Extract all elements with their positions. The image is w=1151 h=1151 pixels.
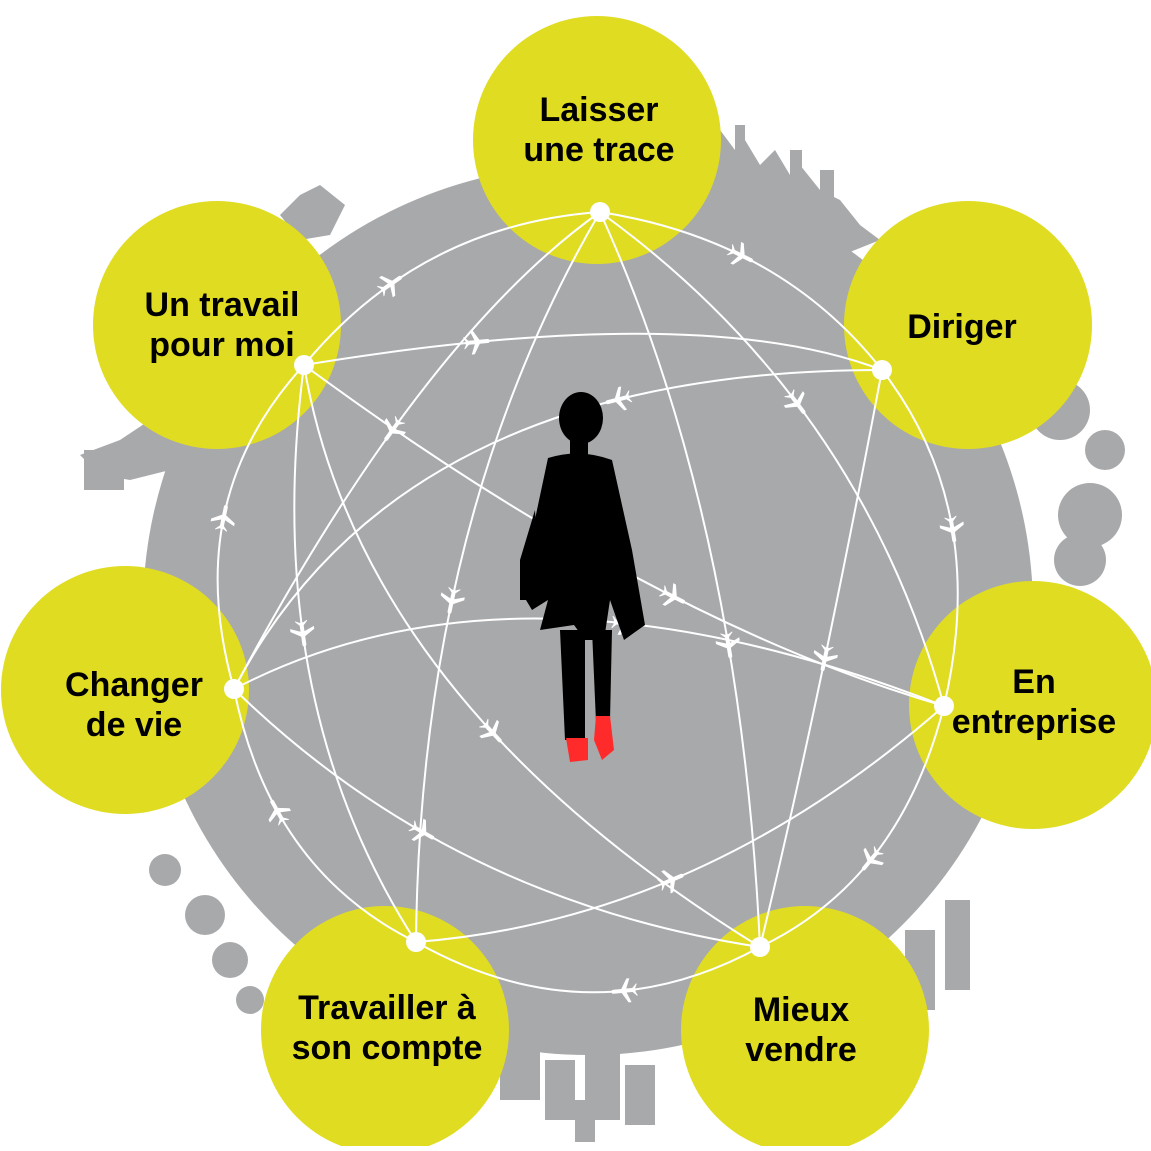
label-mieux-vendre: Mieux vendre: [745, 990, 857, 1070]
airplane-icon: [939, 515, 964, 543]
route-line: [599, 211, 761, 948]
route-line: [599, 211, 945, 707]
label-line: Travailler à: [298, 989, 476, 1027]
circle-en-entreprise: [909, 581, 1151, 829]
hub-dot: [224, 679, 244, 699]
airplane-icon: [861, 845, 884, 871]
label-line: En: [1012, 663, 1056, 701]
label-line: Laisser: [539, 91, 659, 129]
hub-dot: [872, 360, 892, 380]
airplane-icon: [268, 799, 291, 826]
label-travailler-a-son-compte: Travailler à son compte: [292, 988, 483, 1068]
circle-un-travail-pour-moi: [93, 201, 341, 449]
hub-dot: [750, 937, 770, 957]
airplane-icon: [605, 386, 633, 411]
airplane-icon: [657, 870, 684, 894]
hub-dot: [934, 696, 954, 716]
label-line: Un travail: [144, 286, 300, 324]
route-line: [303, 364, 761, 948]
airplane-icon: [408, 818, 435, 841]
route-line: [293, 364, 417, 943]
label-line: Changer: [65, 666, 203, 704]
airplane-icon: [463, 330, 490, 355]
hub-dot: [294, 355, 314, 375]
airplane-icon: [440, 586, 465, 614]
airplane-icon: [376, 275, 402, 298]
airplane-icon: [715, 631, 740, 658]
category-circles: [1, 16, 1151, 1151]
airplane-icon: [658, 583, 685, 606]
label-line: de vie: [85, 706, 183, 744]
airplane-icon: [783, 389, 806, 414]
route-line: [303, 332, 883, 371]
airplane-icon: [611, 978, 638, 1003]
label-line: son compte: [291, 1029, 483, 1067]
route-line: [303, 211, 601, 366]
route-line: [303, 364, 945, 707]
airplane-icon: [478, 718, 502, 743]
label-laisser-une-trace: Laisser une trace: [523, 90, 674, 170]
label-line: une trace: [523, 131, 675, 169]
label-en-entreprise: En entreprise: [952, 662, 1116, 742]
route-line: [415, 211, 601, 943]
label-un-travail-pour-moi: Un travail pour moi: [145, 285, 300, 365]
route-line: [415, 705, 945, 943]
airplane-icon: [290, 619, 315, 647]
route-line: [233, 688, 761, 948]
circle-diriger: [844, 201, 1092, 449]
circle-laisser-une-trace: [473, 16, 721, 264]
label-line: Mieux: [752, 991, 850, 1029]
route-line: [233, 688, 417, 943]
circle-travailler-a-son-compte: [261, 906, 509, 1151]
route-line: [233, 369, 883, 690]
route-line: [759, 369, 883, 948]
label-line: vendre: [745, 1031, 857, 1069]
airplane-icon: [726, 241, 753, 265]
label-diriger: Diriger: [907, 307, 1017, 347]
route-line: [233, 211, 601, 690]
label-line: Diriger: [907, 308, 1017, 346]
hub-dot: [590, 202, 610, 222]
walking-person: [520, 392, 645, 762]
airplane-icon: [813, 644, 838, 672]
route-line: [415, 941, 761, 994]
route-hubs: [224, 202, 954, 957]
label-line: entreprise: [951, 703, 1117, 741]
route-line: [599, 211, 883, 371]
airplane-markers: [210, 241, 964, 1003]
airplane-icon: [210, 505, 235, 532]
circle-mieux-vendre: [681, 906, 929, 1151]
hub-dot: [406, 932, 426, 952]
label-changer-de-vie: Changer de vie: [65, 665, 203, 745]
label-line: pour moi: [149, 326, 295, 364]
circle-changer-de-vie: [1, 566, 249, 814]
airplane-icon: [384, 415, 406, 441]
